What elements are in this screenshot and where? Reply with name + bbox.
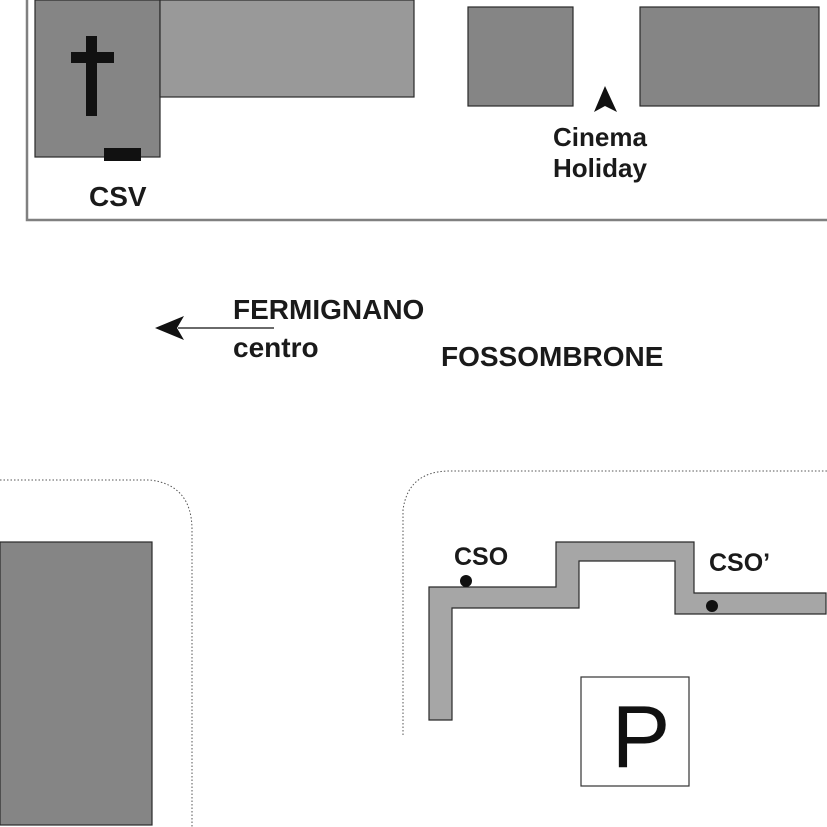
building-cinema-right[interactable] xyxy=(639,6,820,107)
fermignano-label-line2: centro xyxy=(233,332,319,363)
walkway-path[interactable] xyxy=(428,541,827,721)
cso-prime-label: CSO’ xyxy=(709,549,770,577)
church-building[interactable] xyxy=(34,0,161,158)
parking-label: P xyxy=(612,687,671,786)
csv-marker[interactable] xyxy=(104,148,141,161)
cinema-label-line1: Cinema xyxy=(553,122,647,152)
street-edge-top xyxy=(25,0,827,222)
cinema-label-line2: Holiday xyxy=(553,153,647,183)
arrow-left-icon xyxy=(155,316,274,340)
fossombrone-label: FOSSOMBRONE xyxy=(441,341,663,372)
cso-label: CSO xyxy=(454,543,508,571)
cso-marker[interactable] xyxy=(460,575,472,587)
parking-sign-icon[interactable]: P xyxy=(580,676,690,787)
building-cinema-left[interactable] xyxy=(467,6,574,107)
csv-label: CSV xyxy=(89,181,147,212)
building-light-top[interactable] xyxy=(159,0,415,98)
fermignano-label-line1: FERMIGNANO xyxy=(233,294,424,325)
building-bottom-left[interactable] xyxy=(0,541,153,826)
triangle-pointer-icon xyxy=(594,86,617,112)
cross-icon xyxy=(71,36,114,116)
cso-prime-marker[interactable] xyxy=(706,600,718,612)
street-edge-bottom-left xyxy=(0,479,193,827)
